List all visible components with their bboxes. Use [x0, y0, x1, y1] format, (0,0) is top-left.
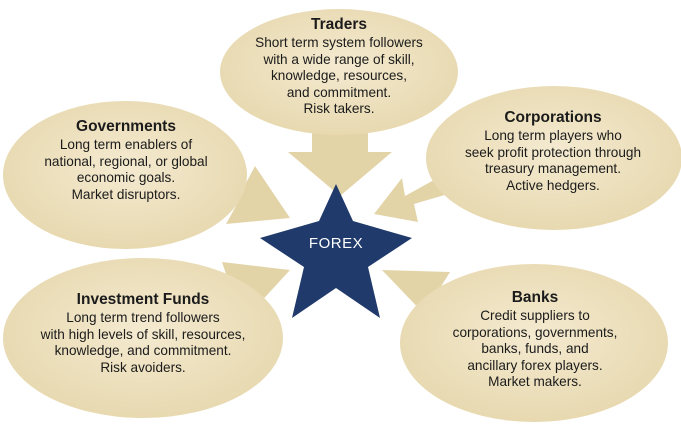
arrow-traders — [288, 120, 392, 196]
node-corporations: Corporations Long term players who seek … — [433, 108, 673, 194]
node-investment-funds: Investment Funds Long term trend followe… — [18, 290, 268, 376]
node-text-line: Long term enablers of — [59, 137, 193, 152]
node-text-line: corporations, governments, — [452, 324, 618, 340]
bubble-governments — [3, 101, 247, 249]
node-title: Corporations — [504, 109, 602, 126]
node-text-line: Market makers. — [488, 374, 582, 389]
node-traders: Traders Short term system followers with… — [229, 15, 449, 118]
node-title: Traders — [310, 16, 367, 33]
node-title: Investment Funds — [76, 291, 210, 308]
node-text-line: economic goals. — [76, 170, 176, 185]
forex-label: FOREX — [308, 235, 364, 252]
node-text-line: Active hedgers. — [506, 177, 600, 193]
node-text-line: banks, funds, and — [481, 341, 589, 356]
forex-star — [260, 184, 412, 318]
node-title: Banks — [511, 289, 559, 306]
node-text-line: Risk takers. — [303, 101, 375, 116]
node-text-line: knowledge, and commitment. — [54, 343, 232, 358]
node-text-line: and commitment. — [286, 84, 392, 100]
node-banks: Banks Credit suppliers to corporations, … — [420, 288, 650, 391]
bubble-corporations — [426, 86, 681, 230]
arrow-corporations — [374, 170, 452, 222]
bubble-traders — [220, 9, 458, 135]
node-governments: Governments Long term enablers of nation… — [16, 117, 236, 203]
node-text-line: seek profit protection through — [464, 144, 642, 160]
node-text-line: Risk avoiders. — [100, 359, 186, 375]
node-text-line: Short term system followers — [255, 35, 423, 50]
node-text-line: ancillary forex players. — [467, 357, 603, 373]
node-text-line: Credit suppliers to — [480, 308, 590, 323]
node-text-line: Market disruptors. — [71, 186, 181, 202]
node-text-line: Long term trend followers — [66, 310, 220, 325]
node-text-line: with a wide range of skill, — [263, 51, 415, 67]
node-text-line: treasury management. — [484, 161, 621, 176]
node-title: Governments — [76, 118, 176, 135]
bubble-investment-funds — [3, 258, 283, 418]
node-text-line: national, regional, or global — [44, 153, 208, 169]
node-text-line: knowledge, resources, — [270, 68, 407, 83]
node-text-line: with high levels of skill, resources, — [40, 326, 246, 342]
bubble-banks — [400, 264, 668, 422]
node-text-line: Long term players who — [484, 128, 622, 143]
